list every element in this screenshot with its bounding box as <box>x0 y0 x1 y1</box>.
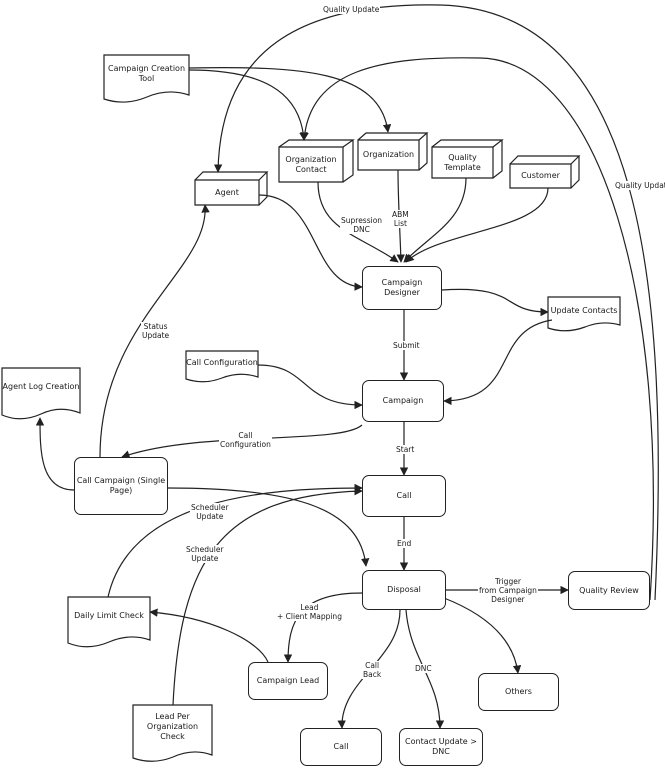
box-organization-contact <box>278 139 355 183</box>
node-agent: Agent <box>215 187 239 197</box>
label-trigger: Trigger from Campaign Designer <box>478 577 538 604</box>
label-quality-update-top: Quality Update <box>322 5 381 14</box>
label-scheduler-update-2: Scheduler Update <box>185 545 225 563</box>
node-campaign-creation-tool: Campaign Creation Tool <box>107 64 186 83</box>
doc-agent-log-creation <box>1 367 81 420</box>
node-call: Call <box>362 475 446 517</box>
node-campaign-designer: Campaign Designer <box>362 266 442 310</box>
label-start: Start <box>395 445 416 454</box>
label-dnc: DNC <box>414 664 433 673</box>
box-quality-template <box>431 139 504 179</box>
box-agent <box>194 171 269 206</box>
label-submit: Submit <box>392 341 421 350</box>
node-disposal: Disposal <box>362 570 446 610</box>
node-quality-template: Quality Template <box>444 153 481 172</box>
doc-lead-per-org-check <box>132 704 213 762</box>
label-call-back: Call Back <box>362 661 383 679</box>
node-campaign: Campaign <box>362 380 444 422</box>
node-organization: Organization <box>362 150 415 159</box>
node-contact-update-dnc: Contact Update > DNC <box>399 728 483 766</box>
node-quality-review: Quality Review <box>568 571 650 610</box>
doc-campaign-creation-tool <box>103 54 190 103</box>
node-agent-log-creation: Agent Log Creation <box>2 382 80 391</box>
node-call-configuration: Call Configuration <box>186 358 258 367</box>
node-campaign-lead: Campaign Lead <box>248 662 328 700</box>
doc-update-contacts <box>547 296 621 332</box>
label-status-update: Status Update <box>141 322 171 340</box>
node-others: Others <box>478 673 559 711</box>
label-abm-list: ABM List <box>391 210 410 228</box>
label-supression-dnc: Supression DNC <box>340 216 384 234</box>
box-customer <box>509 155 581 189</box>
label-quality-update-right: Quality Update <box>614 181 665 190</box>
node-organization-contact: Organization Contact <box>285 155 337 174</box>
label-scheduler-update-1: Scheduler Update <box>190 503 230 521</box>
node-update-contacts: Update Contacts <box>550 306 618 315</box>
label-lead-client-mapping: Lead + Client Mapping <box>276 603 343 621</box>
doc-daily-limit-check <box>67 596 151 648</box>
doc-call-configuration <box>185 350 259 383</box>
label-end: End <box>396 539 413 548</box>
node-customer: Customer <box>521 171 560 180</box>
label-call-configuration-edge: Call Configuration <box>219 431 272 449</box>
node-call-campaign: Call Campaign (Single Page) <box>74 457 168 515</box>
node-call-final: Call <box>300 728 382 766</box>
box-organization <box>357 132 429 171</box>
node-daily-limit-check: Daily Limit Check <box>74 611 144 620</box>
node-lead-per-org-check: Lead Per Organization Check <box>146 712 199 741</box>
